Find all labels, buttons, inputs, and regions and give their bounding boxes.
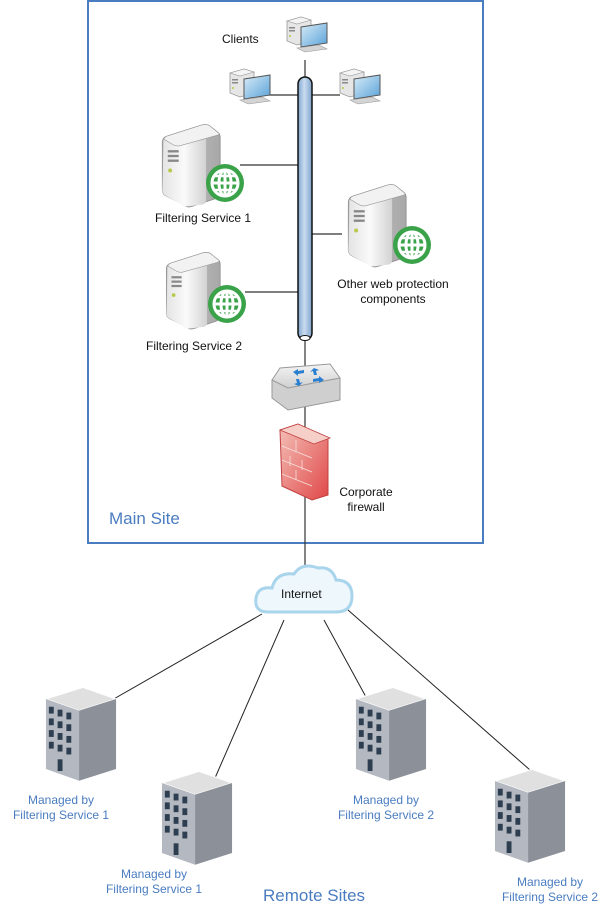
internet-cloud-icon — [254, 564, 354, 614]
clients-label: Clients — [222, 32, 259, 46]
globe-icon — [207, 284, 247, 324]
client-pc-icon — [286, 16, 328, 53]
link-remote-site-2 — [214, 619, 285, 779]
globe-icon — [205, 163, 245, 203]
remote-site-label: Managed by Filtering Service 2 — [337, 793, 435, 822]
main-site-boundary — [87, 0, 484, 544]
link-remote-site-1 — [111, 613, 263, 701]
building-icon — [45, 686, 117, 782]
lan-connections — [240, 60, 342, 570]
wan-connections — [111, 609, 531, 779]
client-pc-icon — [339, 68, 381, 105]
filtering-service-1-label: Filtering Service 1 — [155, 211, 252, 225]
firewall-icon — [278, 423, 332, 501]
server-icon — [165, 251, 221, 330]
building-icon — [161, 770, 233, 866]
corporate-firewall-label: Corporate firewall — [339, 485, 393, 514]
remote-site-label: Managed by Filtering Service 2 — [501, 875, 599, 904]
remote-site-label: Managed by Filtering Service 1 — [12, 793, 110, 822]
switch-icon — [271, 363, 341, 411]
main-site-title: Main Site — [109, 509, 180, 528]
remote-sites-title: Remote Sites — [263, 886, 366, 905]
filtering-service-2-label: Filtering Service 2 — [146, 339, 243, 353]
client-pc-icon — [229, 68, 271, 105]
link-remote-site-4 — [347, 609, 531, 771]
globe-icon — [392, 225, 432, 265]
link-remote-site-3 — [323, 619, 367, 698]
internet-label: Internet — [281, 587, 322, 601]
building-icon — [494, 768, 566, 864]
other-components-label: Other web protection components — [337, 277, 449, 306]
building-icon — [355, 686, 427, 782]
remote-site-label: Managed by Filtering Service 1 — [105, 867, 203, 896]
lan-backbone — [297, 76, 313, 341]
